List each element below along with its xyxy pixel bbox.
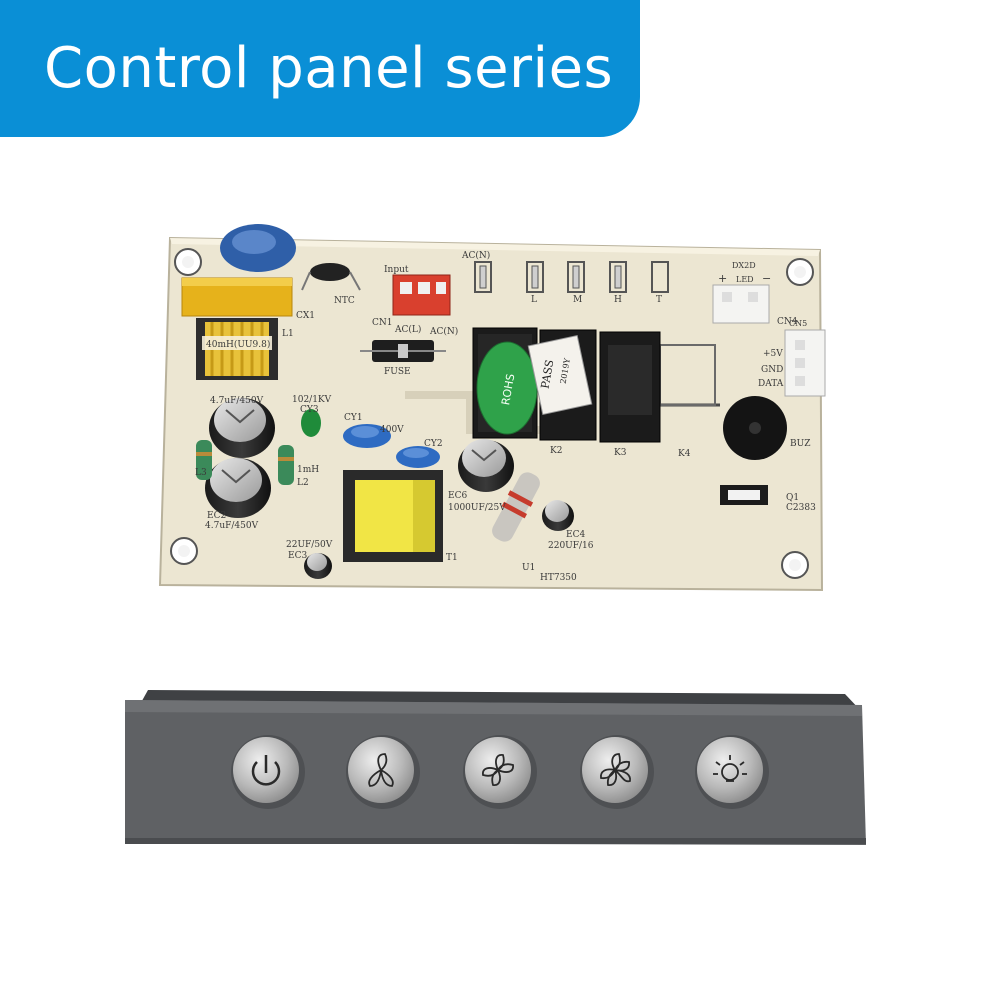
spade-terminal — [651, 261, 669, 293]
label-400v: 400V — [380, 425, 404, 435]
label-cy2b: CY3 — [300, 405, 319, 415]
inductor — [196, 440, 212, 480]
label-m: M — [573, 295, 582, 305]
label-l3: L3 — [195, 468, 207, 478]
y-capacitor — [343, 424, 391, 448]
light-icon — [713, 755, 747, 782]
spade-terminal — [609, 261, 627, 293]
fan-medium-icon — [482, 754, 514, 786]
title-banner: Control panel series — [0, 0, 640, 137]
electrolytic-capacitor-ec1 — [209, 398, 275, 458]
pcb-board: CX1 L1 40mH(UU9.8) NTC CN1 AC(L) AC(N) A… — [158, 224, 826, 592]
transistor — [720, 485, 768, 505]
label-h: H — [614, 295, 622, 305]
label-inductor-rating: 40mH(UU9.8) — [206, 339, 270, 350]
label-input: Input — [384, 265, 409, 275]
pass-text: PASS — [539, 359, 557, 390]
label-cn1: CN1 — [372, 318, 393, 328]
label-k3: K3 — [614, 448, 627, 458]
label-ht7350: HT7350 — [540, 573, 577, 583]
label-ec6: EC6 — [448, 491, 467, 501]
label-ec6-rating: 1000UF/25V — [448, 503, 506, 513]
label-1mh: 1mH — [297, 465, 319, 475]
ceramic-capacitor — [301, 409, 321, 437]
mounting-hole — [170, 537, 198, 565]
label-ec2-rating: 4.7uF/450V — [205, 521, 259, 531]
label-ec3-rating: 22UF/50V — [286, 540, 333, 550]
label-ntc: NTC — [334, 296, 355, 306]
power-button[interactable] — [231, 735, 305, 809]
fan-high-button[interactable] — [580, 735, 654, 809]
x-capacitor — [181, 277, 293, 317]
label-ec3: EC3 — [288, 551, 307, 561]
label-acn: AC(N) — [429, 326, 458, 337]
light-button[interactable] — [695, 735, 769, 809]
fan-low-button[interactable] — [346, 735, 420, 809]
label-led: LED — [736, 275, 754, 284]
power-input-connector — [392, 274, 451, 316]
label-t: T — [656, 295, 662, 305]
label-cx1: CX1 — [296, 311, 315, 321]
mounting-hole — [174, 248, 202, 276]
relay — [599, 331, 661, 443]
mounting-hole — [781, 551, 809, 579]
electrolytic-capacitor-ec3 — [304, 553, 332, 579]
spade-terminal — [474, 261, 492, 293]
electrolytic-capacitor-ec6 — [458, 439, 514, 492]
label-fuse: FUSE — [384, 367, 411, 377]
spade-terminal — [567, 261, 585, 293]
label-gnd: GND — [761, 365, 783, 375]
label-acl: AC(L) — [394, 324, 421, 335]
mounting-hole — [786, 258, 814, 286]
label-102-1kv: 102/1KV — [292, 395, 332, 405]
resistor — [492, 472, 540, 542]
fan-low-icon — [368, 753, 394, 787]
label-ec4-rating: 220UF/16 — [548, 541, 594, 551]
buzzer — [723, 396, 787, 460]
electrolytic-capacitor-ec4 — [542, 500, 574, 531]
banner-title: Control panel series — [44, 36, 614, 101]
power-icon — [251, 755, 281, 786]
pass-label — [527, 334, 593, 416]
label-cy1: CY1 — [344, 413, 363, 423]
keypad-connector — [784, 329, 826, 397]
keypad-panel — [125, 690, 866, 845]
inductor — [278, 445, 294, 485]
led-connector — [712, 284, 770, 324]
spade-terminal — [526, 261, 544, 293]
ntc-thermistor — [301, 263, 361, 291]
rohs-text: ROHS — [499, 373, 517, 406]
label-ec2: EC2 — [207, 511, 226, 521]
label-cn4: CN4 — [777, 317, 798, 327]
label-l: L — [531, 295, 537, 305]
label-cy2: CY2 — [424, 439, 443, 449]
label-dx2d: DX2D — [732, 261, 756, 270]
y-capacitor — [396, 446, 440, 468]
label-l2: L2 — [297, 478, 309, 488]
varistor — [220, 224, 296, 272]
label-c2383: C2383 — [786, 503, 816, 513]
label-5v: +5V — [763, 349, 783, 359]
label-k4: K4 — [678, 449, 691, 459]
label-plus: + — [718, 272, 727, 285]
label-buz: BUZ — [790, 439, 810, 449]
label-l1: L1 — [282, 329, 294, 339]
label-u1: U1 — [522, 563, 535, 573]
label-ec1-rating: 4.7uF/450V — [210, 396, 264, 406]
fan-high-icon — [600, 753, 631, 786]
label-q1: Q1 — [786, 493, 799, 503]
label-t1: T1 — [446, 553, 458, 563]
label-minus: − — [762, 272, 771, 285]
label-data: DATA — [758, 379, 784, 389]
common-mode-inductor — [196, 318, 278, 380]
label-acn-top: AC(N) — [461, 250, 490, 261]
fuse — [360, 340, 446, 362]
label-k2: K2 — [550, 446, 562, 456]
electrolytic-capacitor-ec2 — [205, 458, 271, 518]
transformer — [343, 470, 443, 562]
label-ec4: EC4 — [566, 530, 585, 540]
label-cn5: CN5 — [789, 319, 807, 328]
fan-medium-button[interactable] — [463, 735, 537, 809]
